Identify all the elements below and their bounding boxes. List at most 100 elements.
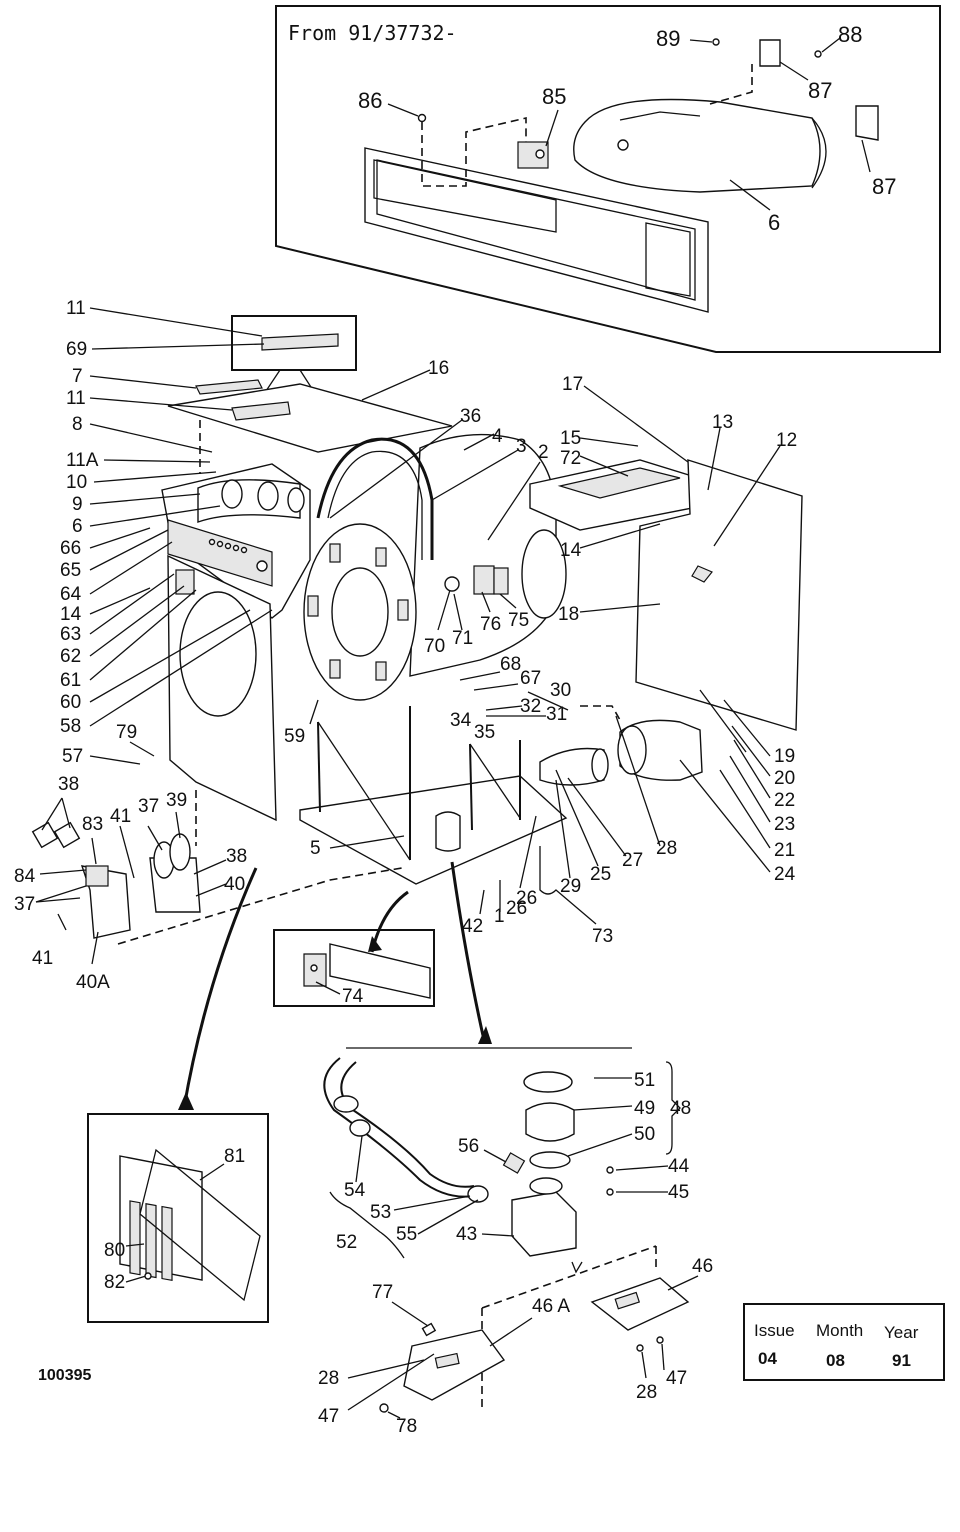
callout-70: 70	[424, 636, 445, 657]
callout-57: 57	[62, 746, 83, 767]
detail-callout-45: 45	[668, 1182, 689, 1203]
callout-59: 59	[284, 726, 305, 747]
callout-76: 76	[480, 614, 501, 635]
panel-window-right	[645, 222, 691, 297]
detail-callout-77: 77	[372, 1282, 393, 1303]
issue-table-frame	[743, 1303, 945, 1381]
top-cover	[167, 383, 453, 453]
callout-3: 3	[516, 436, 527, 457]
panel-window-left	[373, 159, 557, 233]
ring-51	[523, 1071, 573, 1093]
detail-74-frame	[273, 929, 435, 1007]
detail-callout-53: 53	[370, 1202, 391, 1223]
detail-callout-78: 78	[396, 1416, 417, 1437]
seal-49	[525, 1102, 575, 1142]
callout-38b: 38	[226, 846, 247, 867]
inset-callout-89: 89	[656, 26, 680, 51]
drain-outlet	[435, 811, 461, 852]
callout-60: 60	[60, 692, 81, 713]
callout-71: 71	[452, 628, 473, 649]
callout-27: 27	[622, 850, 643, 871]
inset-note: From 91/37732-	[288, 21, 457, 45]
inset-top: From 91/37732- 89 88 87	[275, 5, 941, 353]
callout-31: 31	[546, 704, 567, 725]
callout-79: 79	[116, 722, 137, 743]
callout-83: 83	[82, 814, 103, 835]
bracket-87-top	[759, 39, 781, 67]
callout-9: 9	[72, 494, 83, 515]
callout-7: 7	[72, 366, 83, 387]
detail-pump: 51 49 48 50 56 44 45 54 53 55 43 52	[323, 1047, 691, 1259]
hose-clip	[349, 1119, 371, 1137]
callout-41: 41	[110, 806, 131, 827]
callout-12: 12	[776, 430, 797, 451]
detail-74: 74	[273, 929, 435, 1007]
callout-34: 34	[450, 710, 472, 731]
callout-11b: 11	[66, 388, 86, 409]
detail-callout-28-right: 28	[636, 1382, 657, 1403]
callout-16: 16	[428, 358, 449, 379]
callout-26b: 26	[506, 898, 527, 919]
callout-1: 1	[494, 906, 505, 927]
callout-73: 73	[592, 926, 613, 947]
callout-30: 30	[550, 680, 571, 701]
issue-value: 04	[758, 1349, 777, 1368]
control-panel	[167, 519, 273, 587]
base-frame	[299, 775, 568, 885]
callout-26: 26	[516, 888, 537, 909]
callout-42: 42	[462, 916, 483, 937]
callout-10: 10	[66, 472, 87, 493]
inset-callout-85: 85	[542, 84, 566, 109]
detail-callout-47-right: 47	[666, 1368, 687, 1389]
inset-callout-86: 86	[358, 88, 382, 113]
detail-callout-44: 44	[668, 1156, 690, 1177]
callout-37b: 37	[14, 894, 35, 915]
inset-callout-87-top: 87	[808, 78, 832, 103]
callout-35: 35	[474, 722, 495, 743]
callout-61: 61	[60, 670, 81, 691]
issue-header: Issue	[754, 1321, 795, 1340]
detail-callout-46: 46	[692, 1256, 713, 1277]
figure-number: 100395	[38, 1367, 91, 1384]
inset-top-frame	[275, 5, 941, 353]
callout-8: 8	[72, 414, 83, 435]
callout-58: 58	[60, 716, 81, 737]
callout-38: 38	[58, 774, 79, 795]
rear-panel	[635, 459, 803, 731]
detail-vent-frame	[87, 1113, 269, 1323]
callout-40: 40	[224, 874, 245, 895]
callout-28: 28	[656, 838, 677, 859]
ring-50	[529, 1151, 571, 1169]
callout-23: 23	[774, 814, 795, 835]
detail-callout-43: 43	[456, 1224, 477, 1245]
detail-callout-81: 81	[224, 1146, 245, 1167]
callout-20: 20	[774, 768, 795, 789]
callout-32: 32	[520, 696, 541, 717]
callout-15: 15	[560, 428, 581, 449]
callout-68: 68	[500, 654, 521, 675]
callout-22: 22	[774, 790, 795, 811]
pump-housing	[511, 1191, 577, 1257]
control-board-46	[590, 1277, 690, 1331]
callout-84: 84	[14, 866, 36, 887]
callout-39: 39	[166, 790, 187, 811]
callout-29: 29	[560, 876, 581, 897]
detail-callout-55: 55	[396, 1224, 417, 1245]
callout-72: 72	[560, 448, 581, 469]
callout-40A: 40A	[76, 972, 110, 993]
door-opening	[179, 591, 257, 717]
callout-69: 69	[66, 339, 87, 360]
detail-callout-47-left: 47	[318, 1406, 339, 1427]
detail-callout-50: 50	[634, 1124, 655, 1145]
month-header: Month	[816, 1321, 863, 1340]
callout-75: 75	[508, 610, 529, 631]
callout-4: 4	[492, 426, 503, 447]
detail-callout-48: 48	[670, 1098, 691, 1119]
detail-callout-56: 56	[458, 1136, 479, 1157]
callout-37: 37	[138, 796, 159, 817]
inset-callout-87-right: 87	[872, 174, 896, 199]
detail-vent: 81 80 82	[87, 1113, 269, 1323]
inset-heater-body	[573, 98, 821, 193]
